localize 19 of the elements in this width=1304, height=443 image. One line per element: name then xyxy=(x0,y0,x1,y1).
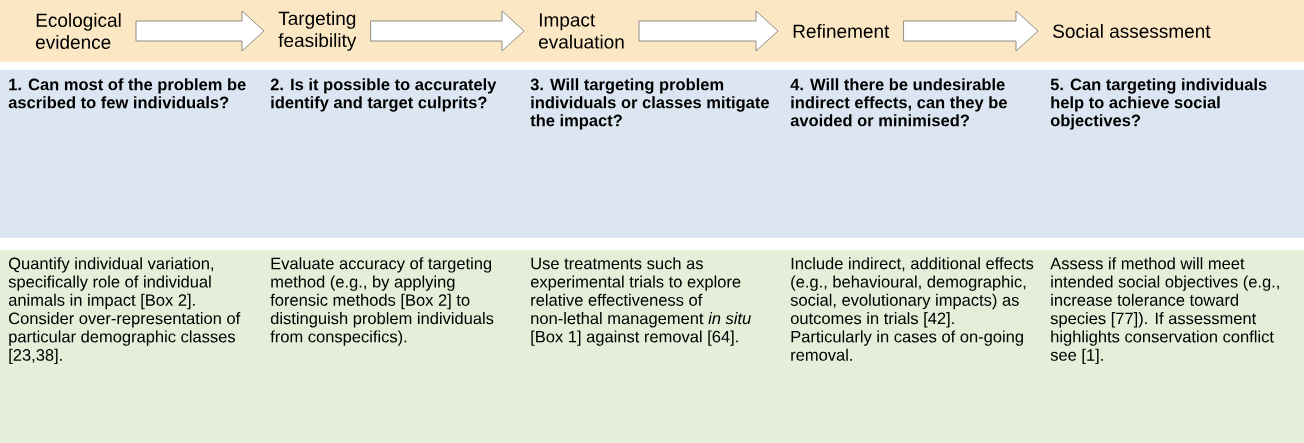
description-text: Include indirect, additional effects (e.g., behavioural, demographic, social, evolutionary impacts) as outcomes in trials [42]. Particularly in cases of on-going removal. xyxy=(790,257,1034,361)
stage-heading: Ecological evidence xyxy=(36,13,121,49)
stage-heading: Refinement xyxy=(793,24,890,38)
block-arrow xyxy=(135,10,265,52)
question-text: 1. Can most of the problem be ascribed to few individuals? xyxy=(8,78,246,109)
block-arrow xyxy=(903,10,1039,52)
block-arrow xyxy=(638,10,779,52)
question-text: 5. Can targeting individuals help to achieve social objectives? xyxy=(1050,78,1267,130)
stage-heading: Impact evaluation xyxy=(539,13,624,49)
stage-heading: Targeting feasibility xyxy=(278,11,357,51)
description-text: Evaluate accuracy of targeting method (e.g., by applying forensic methods [Box 2] to distinguish problem individuals from conspecifics). xyxy=(270,257,494,346)
question-text: 2. Is it possible to accurately identify and target culprits? xyxy=(270,78,497,112)
block-arrow xyxy=(370,10,525,52)
description-text: Use treatments such as experimental trials to explore relative effectiveness of non-lethal management in situ [Box 1] against removal [64]. xyxy=(530,257,751,346)
description-text: Quantify individual variation, specifically role of individual animals in impact [Box 2]. Consider over-representation of particular demographic classes [23,38]. xyxy=(8,257,241,365)
question-text: 3. Will targeting problem individuals or classes mitigate the impact? xyxy=(530,78,769,130)
stage-heading: Social assessment xyxy=(1053,24,1211,38)
description-text: Assess if method will meet intended social objectives (e.g., increase tolerance toward species [77]). If assessment highlights conservation conflict see [1]. xyxy=(1050,257,1279,365)
question-text: 4. Will there be undesirable indirect effects, can they be avoided or minimised? xyxy=(790,78,1007,127)
